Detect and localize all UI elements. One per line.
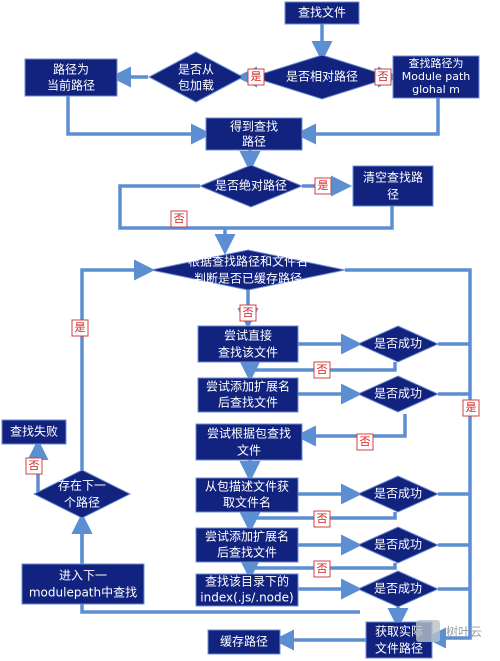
node-get-search-path: 得到查找 路径 (205, 117, 303, 151)
node-path-global-line2: Module path (402, 70, 471, 83)
label-no-success3: 否 (317, 512, 328, 525)
node-is-from-package: 是否从 包加载 (147, 51, 245, 103)
node-from-pkg-desc-line1: 从包描述文件获 (205, 479, 289, 494)
node-try-direct-line1: 尝试直接 (224, 328, 272, 343)
node-is-from-package-line2: 包加载 (178, 79, 214, 93)
node-search-fail-text: 查找失败 (10, 424, 58, 439)
node-try-package-line2: 文件 (237, 443, 261, 458)
node-success-4-text: 是否成功 (374, 538, 422, 552)
node-enter-next: 进入下一 modulepath中查找 (21, 563, 145, 605)
node-enter-next-line2: modulepath中查找 (29, 585, 137, 600)
watermark: 树叶云 (416, 620, 482, 642)
label-no-success1: 否 (317, 363, 328, 376)
node-success-2-text: 是否成功 (374, 387, 422, 401)
label-no-cache: 否 (243, 306, 254, 319)
node-try-direct: 尝试直接 查找该文件 (197, 325, 299, 363)
node-try-ext-2-line2: 后查找文件 (217, 545, 277, 560)
node-try-ext-2-line1: 尝试添加扩展名 (205, 529, 289, 544)
node-success-1: 是否成功 (356, 325, 440, 363)
label-yes-next-path: 是 (75, 321, 86, 334)
node-start: 查找文件 (284, 1, 360, 25)
node-try-ext: 尝试添加扩展名 后查找文件 (197, 377, 299, 413)
node-find-index: 查找该目录下的 index(.js/.node) (195, 573, 299, 607)
node-success-3-text: 是否成功 (374, 487, 422, 501)
node-path-global-line3: glohal m (412, 83, 460, 96)
node-next-path-exists: 存在下一 个路径 (32, 469, 132, 519)
node-check-cache: 根据查找路径和文件名 判断是否已缓存路径 (150, 249, 346, 291)
node-success-5: 是否成功 (356, 570, 440, 608)
node-cache-path-text: 缓存路径 (220, 634, 268, 649)
node-is-relative-text: 是否相对路径 (286, 69, 358, 84)
node-try-package: 尝试根据包查找 文件 (195, 423, 303, 461)
node-get-file-path-line2: 文件路径 (375, 641, 423, 656)
node-success-5-text: 是否成功 (374, 582, 422, 596)
node-get-file-path-line1: 获取实际 (375, 624, 423, 639)
node-path-global-line1: 查找路径为 (409, 56, 464, 70)
node-from-pkg-desc: 从包描述文件获 取文件名 (195, 477, 299, 513)
node-clear-line1: 清空查找路 (363, 170, 423, 185)
label-no-success4: 否 (317, 562, 328, 575)
node-find-index-line2: index(.js/.node) (200, 591, 293, 605)
node-check-cache-line2: 判断是否已缓存路径 (194, 271, 302, 286)
label-yes-absolute: 是 (318, 179, 329, 192)
node-try-ext-line2: 后查找文件 (218, 395, 278, 410)
node-path-current-line2: 当前路径 (47, 78, 95, 93)
node-get-search-path-line1: 得到查找 (230, 119, 278, 134)
node-is-absolute-text: 是否绝对路径 (215, 178, 287, 193)
node-clear-search-path: 清空查找路 径 (352, 165, 434, 207)
node-is-relative: 是否相对路径 (250, 54, 394, 100)
node-path-current-line1: 路径为 (53, 62, 89, 77)
node-next-path-exists-line2: 个路径 (64, 495, 100, 510)
watermark-logo-icon (416, 620, 440, 642)
node-from-pkg-desc-line2: 取文件名 (223, 495, 271, 510)
node-get-search-path-line2: 路径 (242, 134, 266, 149)
node-try-direct-line2: 查找该文件 (218, 345, 278, 360)
node-try-ext-2: 尝试添加扩展名 后查找文件 (195, 527, 299, 563)
node-check-cache-line1: 根据查找路径和文件名 (188, 254, 308, 269)
node-is-from-package-line1: 是否从 (178, 63, 214, 77)
label-no-absolute: 否 (174, 212, 185, 225)
node-search-fail: 查找失败 (1, 419, 67, 445)
node-clear-line2: 径 (387, 188, 399, 202)
node-success-3: 是否成功 (356, 475, 440, 513)
node-enter-next-line1: 进入下一 (59, 569, 107, 583)
label-yes-success: 是 (466, 401, 477, 414)
node-path-global: 查找路径为 Module path glohal m (392, 55, 480, 99)
node-success-1-text: 是否成功 (374, 337, 422, 351)
label-no-relative: 否 (378, 70, 389, 83)
node-try-ext-line1: 尝试添加扩展名 (206, 379, 290, 394)
edge-labels: 是 否 是 否 否 是 是 否 否 否 否 否 (25, 68, 480, 578)
node-next-path-exists-line1: 存在下一 (58, 479, 106, 493)
node-is-absolute: 是否绝对路径 (198, 164, 304, 208)
node-cache-path: 缓存路径 (207, 629, 281, 655)
watermark-text: 树叶云 (446, 624, 482, 639)
label-yes-relative: 是 (251, 70, 262, 83)
label-no-success2: 否 (360, 435, 371, 448)
node-start-text: 查找文件 (298, 5, 346, 20)
node-path-current: 路径为 当前路径 (24, 58, 118, 97)
node-try-package-line1: 尝试根据包查找 (207, 426, 291, 441)
node-find-index-line1: 查找该目录下的 (205, 574, 289, 589)
node-success-4: 是否成功 (356, 526, 440, 564)
node-success-2: 是否成功 (356, 375, 440, 413)
label-no-next-path: 否 (29, 459, 40, 472)
